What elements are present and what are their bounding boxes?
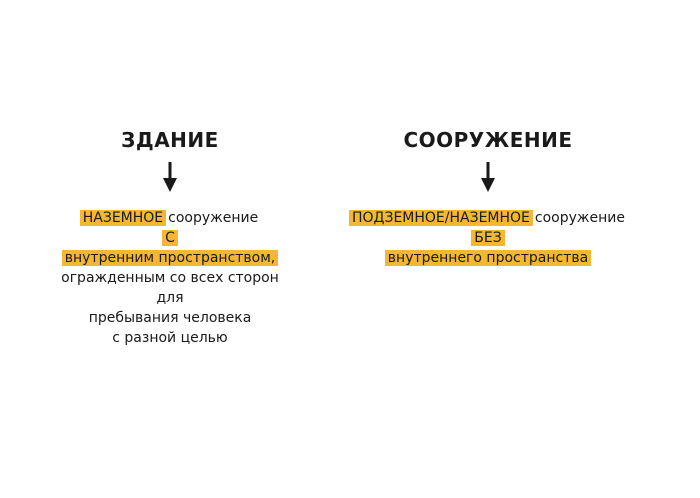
arrow-down-icon [481, 162, 495, 192]
definition-line: огражденным со всех сторон [61, 270, 279, 286]
highlight-ground-level: НАЗЕМНОЕ [79, 210, 167, 226]
definition-line: БЕЗ [328, 228, 648, 248]
highlight-without: БЕЗ [471, 230, 505, 246]
text-structure: сооружение [534, 210, 625, 226]
highlight-internal-space: внутреннего пространства [384, 250, 592, 266]
definition-line: внутренним пространством, [10, 248, 330, 268]
building-heading: ЗДАНИЕ [121, 128, 219, 152]
definition-line: внутреннего пространства [328, 248, 648, 268]
definition-line: С [10, 228, 330, 248]
definition-line: для [156, 290, 184, 306]
definition-line: пребывания человека [88, 310, 252, 326]
structure-heading: СООРУЖЕНИЕ [403, 128, 573, 152]
highlight-internal-space: внутренним пространством, [61, 250, 279, 266]
definition-line: с разной целью [112, 330, 228, 346]
arrow-down-icon [163, 162, 177, 192]
highlight-underground-ground: ПОДЗЕМНОЕ/НАЗЕМНОЕ [349, 210, 533, 226]
highlight-with: С [162, 230, 178, 246]
text-structure: сооружение [168, 210, 259, 226]
